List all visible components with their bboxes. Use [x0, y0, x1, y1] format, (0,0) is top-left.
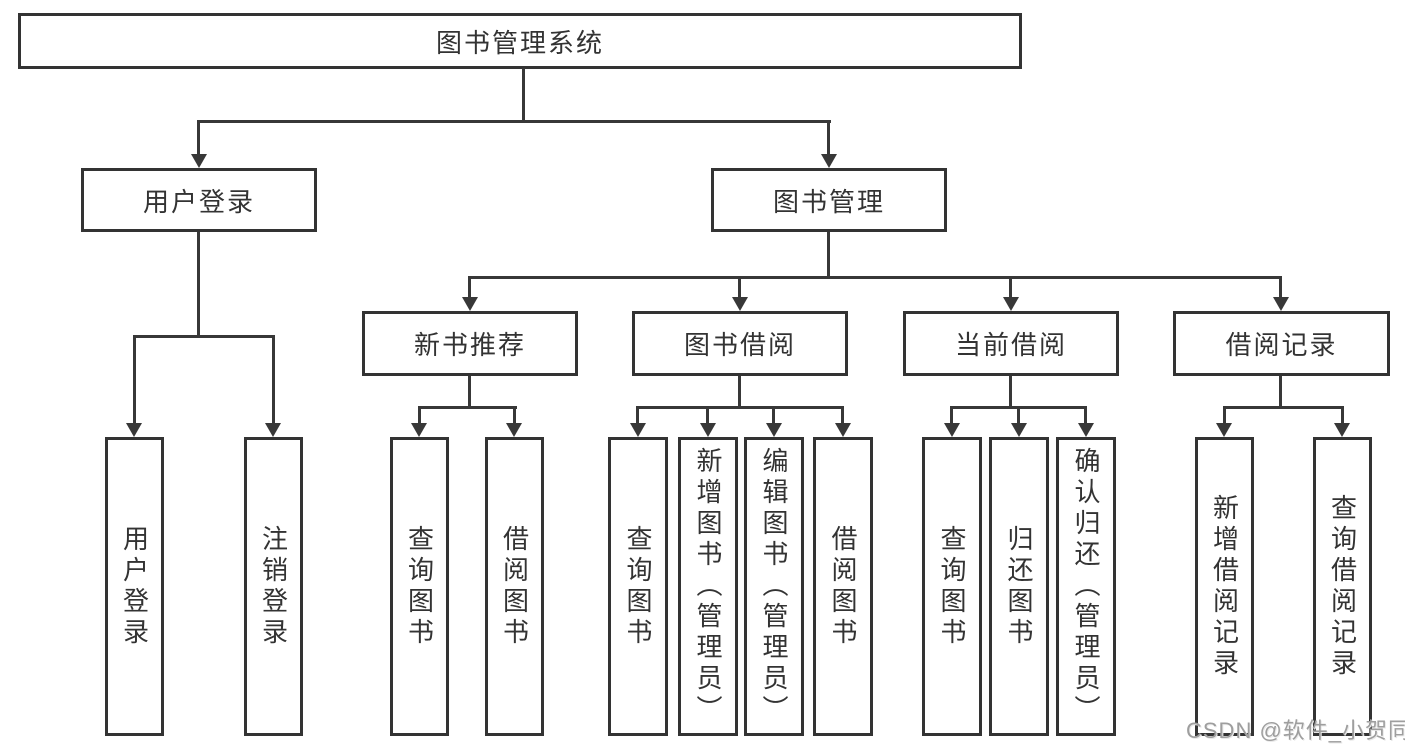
connector-drop-leaf — [418, 406, 421, 425]
connector-borrow-records-branch — [1223, 406, 1344, 409]
node-user-login-label: 用户登录 — [142, 186, 255, 217]
connector-drop-leaf — [772, 406, 775, 425]
arrowhead-leaf-logout — [265, 423, 281, 437]
node-book-borrow: 图书借阅 — [632, 311, 848, 376]
connector-borrow-records-stem — [1279, 376, 1282, 409]
arrowhead-leaf — [1334, 423, 1350, 437]
arrowhead-borrow-records — [1273, 297, 1289, 311]
node-new-book-recommend: 新书推荐 — [362, 311, 578, 376]
leaf-query-books-recommend-label: 查询图书 — [404, 524, 435, 649]
arrowhead-leaf — [1216, 423, 1232, 437]
node-book-borrow-label: 图书借阅 — [683, 330, 796, 360]
connector-drop-leaf — [1341, 406, 1344, 425]
arrowhead-leaf — [411, 423, 427, 437]
leaf-add-borrow-record: 新增借阅记录 — [1195, 437, 1254, 736]
node-book-management-label: 图书管理 — [772, 186, 885, 217]
leaf-user-login: 用户登录 — [105, 437, 164, 736]
connector-level2-branch — [197, 120, 831, 123]
arrowhead-leaf — [944, 423, 960, 437]
leaf-borrow-books-recommend: 借阅图书 — [485, 437, 544, 736]
node-borrow-records-label: 借阅记录 — [1225, 330, 1338, 360]
leaf-confirm-return-admin: 确认归还（管理员） — [1056, 437, 1116, 736]
leaf-edit-book-admin-label: 编辑图书（管理员） — [759, 447, 789, 726]
arrowhead-leaf — [1011, 423, 1027, 437]
connector-drop-leaf — [513, 406, 516, 425]
arrowhead-user-login — [191, 154, 207, 168]
connector-drop-leaf — [636, 406, 639, 425]
leaf-logout-label: 注销登录 — [258, 524, 289, 649]
arrowhead-leaf — [700, 423, 716, 437]
arrowhead-leaf-login — [126, 423, 142, 437]
connector-current-borrow-stem — [1009, 376, 1012, 409]
arrowhead-book-management — [821, 154, 837, 168]
leaf-query-books-recommend: 查询图书 — [390, 437, 449, 736]
connector-drop-book-management — [827, 120, 830, 156]
arrowhead-leaf — [506, 423, 522, 437]
node-borrow-records: 借阅记录 — [1173, 311, 1390, 376]
arrowhead-current-borrow — [1003, 297, 1019, 311]
leaf-add-borrow-record-label: 新增借阅记录 — [1209, 493, 1240, 680]
arrowhead-leaf — [835, 423, 851, 437]
leaf-add-book-admin-label: 新增图书（管理员） — [693, 447, 723, 726]
leaf-query-borrow-record-label: 查询借阅记录 — [1327, 493, 1358, 680]
leaf-borrow-books-recommend-label: 借阅图书 — [499, 524, 530, 649]
connector-drop-leaf — [706, 406, 709, 425]
leaf-query-books-borrow-label: 查询图书 — [623, 524, 653, 649]
connector-drop-leaf — [1223, 406, 1226, 425]
connector-drop-leaf-login — [133, 335, 136, 425]
connector-drop-current-borrow — [1009, 276, 1012, 299]
connector-new-book-stem — [468, 376, 471, 409]
connector-user-login-stem — [197, 232, 200, 338]
leaf-edit-book-admin: 编辑图书（管理员） — [744, 437, 804, 736]
connector-root-stem — [522, 68, 525, 123]
connector-user-login-branch — [133, 335, 275, 338]
connector-new-book-branch — [418, 406, 517, 409]
connector-drop-leaf — [950, 406, 953, 425]
leaf-confirm-return-admin-label: 确认归还（管理员） — [1071, 447, 1101, 726]
arrowhead-new-book — [462, 297, 478, 311]
leaf-return-book-label: 归还图书 — [1004, 524, 1034, 649]
connector-drop-book-borrow — [738, 276, 741, 299]
connector-drop-user-login — [197, 120, 200, 156]
node-current-borrow: 当前借阅 — [903, 311, 1119, 376]
leaf-query-books-current-label: 查询图书 — [937, 524, 967, 649]
connector-drop-leaf — [1084, 406, 1087, 425]
connector-book-borrow-branch — [636, 406, 844, 409]
connector-drop-leaf-logout — [272, 335, 275, 425]
leaf-borrow-books-label: 借阅图书 — [828, 524, 858, 649]
leaf-return-book: 归还图书 — [989, 437, 1049, 736]
leaf-borrow-books: 借阅图书 — [813, 437, 873, 736]
leaf-query-borrow-record: 查询借阅记录 — [1313, 437, 1372, 736]
node-root-system: 图书管理系统 — [18, 13, 1022, 69]
connector-drop-borrow-records — [1279, 276, 1282, 299]
leaf-add-book-admin: 新增图书（管理员） — [678, 437, 738, 736]
leaf-logout: 注销登录 — [244, 437, 303, 736]
connector-book-management-stem — [827, 232, 830, 279]
node-book-management: 图书管理 — [711, 168, 947, 232]
arrowhead-book-borrow — [732, 297, 748, 311]
connector-book-borrow-stem — [738, 376, 741, 409]
arrowhead-leaf — [766, 423, 782, 437]
connector-drop-leaf — [841, 406, 844, 425]
connector-level3-branch — [468, 276, 1282, 279]
node-root-label: 图书管理系统 — [435, 27, 604, 58]
arrowhead-leaf — [1078, 423, 1094, 437]
connector-drop-new-book — [468, 276, 471, 299]
leaf-user-login-label: 用户登录 — [119, 524, 150, 649]
connector-drop-leaf — [1017, 406, 1020, 425]
node-current-borrow-label: 当前借阅 — [954, 330, 1067, 360]
node-user-login: 用户登录 — [81, 168, 317, 232]
arrowhead-leaf — [630, 423, 646, 437]
node-new-book-recommend-label: 新书推荐 — [413, 330, 526, 360]
leaf-query-books-current: 查询图书 — [922, 437, 982, 736]
csdn-watermark: CSDN @软件_小贺同学 — [1186, 718, 1405, 743]
leaf-query-books-borrow: 查询图书 — [608, 437, 668, 736]
